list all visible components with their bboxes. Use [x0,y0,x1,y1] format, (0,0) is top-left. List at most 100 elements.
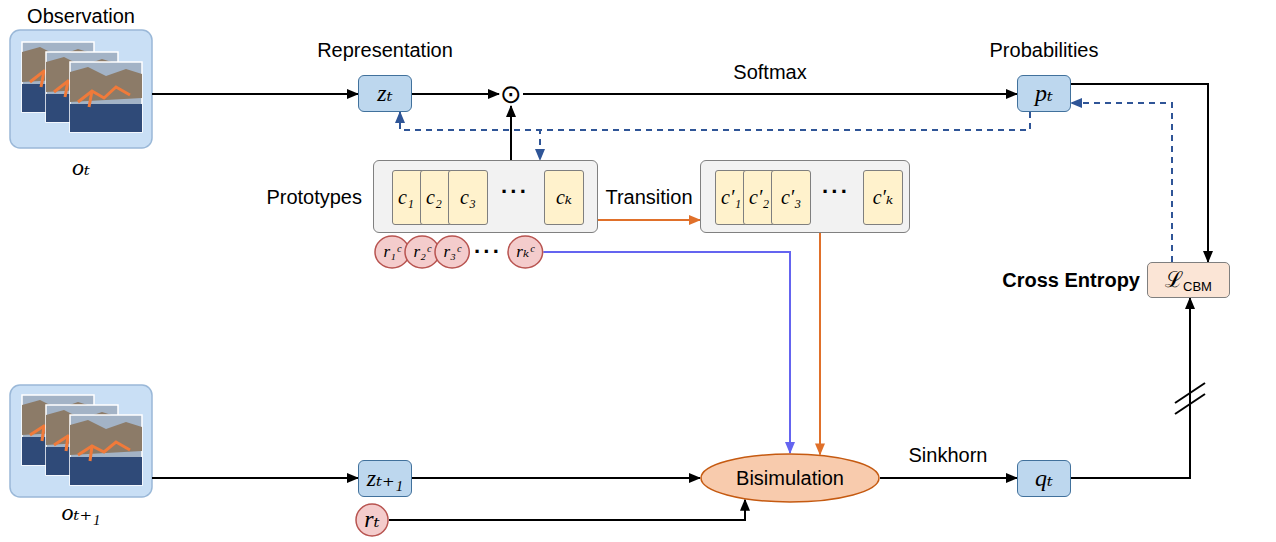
text-holder: Sinkhorn [906,444,991,467]
image-panel [10,385,152,497]
observation-frames [10,30,152,148]
transitioned-prototype-group: c′₁ c′₂ c′₃ c′ₖ [700,160,910,233]
next-observation-image: oₜ₊₁ [10,385,152,497]
flow-arrow [1071,84,1208,262]
node-text: r₂ᶜ [414,242,431,262]
flow-arrow [412,93,499,95]
loss-box: ℒCBMCross Entropy [1147,262,1230,298]
text-row: c′₃ [772,171,810,224]
node-heading: Prototypes [266,185,362,208]
image-panel [10,30,152,148]
gradient-arrow [540,112,1030,160]
flow-arrow [152,477,358,479]
prototype-reward: r₃ᶜ [434,235,470,269]
flow-arrow [1071,298,1190,478]
node-text: zₜ [377,80,392,108]
video-frame [70,415,142,485]
node-text: c₂ [426,186,442,209]
text-row: zₜ₊₁ [359,461,411,496]
text-row: qₜ [1018,461,1070,496]
node-text: pₜ [1035,80,1053,108]
prototype-reward: rₖᶜ [507,235,544,269]
node-text: ℒ [1165,267,1183,292]
flow-arrow [412,477,700,479]
node-text: c′ₖ [873,186,894,209]
ellipse-shape [701,454,879,502]
video-frame [70,62,142,132]
bisimulation-ellipse: Bisimulation [700,453,880,503]
text-holder: Transition [602,186,695,209]
text-holder: Probabilities [990,39,1099,62]
flow-arrow [389,500,745,520]
ellipse-shape [375,236,409,268]
node-text: c′₃ [781,186,801,209]
ellipse-shape [508,236,543,268]
flow-arrow [819,233,821,454]
node-text: zₜ₊₁ [367,465,403,493]
text-holder: Representation [317,39,453,62]
node-heading: oₜ [72,154,90,182]
text-row: Bisimulation [700,453,880,503]
text-row: rₖᶜ [507,235,544,269]
node-text: CBM [1183,280,1212,295]
next-representation-box: zₜ₊₁ [358,460,412,497]
target-box: qₜ [1017,460,1071,497]
ellipse-shape [356,504,388,536]
node-text: c₃ [460,186,476,209]
text-row: c′ₖ [864,171,902,224]
text-row: c₃ [449,171,487,224]
ellipsis: ··· [474,239,502,264]
node-text: rₜ [364,506,379,534]
transitioned-prototype-card: c′₃ [771,170,811,225]
text-row: zₜ [359,76,411,111]
flow-arrow [543,252,790,453]
text-holder: oₜ [72,154,90,182]
node-text: c′₂ [749,186,769,209]
flow-arrow [880,477,1017,479]
text-row: ℒCBM [1148,263,1229,297]
node-text: r₁ᶜ [384,242,401,262]
text-holder: ··· [474,239,502,264]
reward-circle: rₜ [355,503,389,537]
text-holder: Observation [27,5,135,28]
representation-box: zₜRepresentation [358,75,412,112]
flow-arrow [152,93,358,95]
node-heading: Observation [27,5,135,28]
prototype-card: c₃ [448,170,488,225]
observation-image: Observationoₜ [10,30,152,148]
text-holder: Prototypes [266,185,362,208]
flow-arrow [523,93,1017,95]
prototype-group: Prototypesc₁c₂c₃cₖ [373,160,598,233]
node-text: cₖ [556,186,572,209]
node-text: c′₁ [721,186,741,209]
flow-arrow [510,106,512,160]
next-observation-frames [10,385,152,497]
text-holder: ··· [822,179,850,204]
probabilities-box: pₜProbabilities [1017,75,1071,112]
transitioned-prototype-card: c′ₖ [863,170,903,225]
text-row: r₃ᶜ [434,235,470,269]
flow-arrow [598,219,700,221]
text-row: ⊙ [499,82,523,106]
text-row: cₖ [545,171,583,224]
text-holder: Softmax [730,61,809,84]
node-text: qₜ [1035,465,1053,493]
node-heading: Representation [317,39,453,62]
edge-label: Softmax [730,61,809,84]
node-text: Bisimulation [736,467,844,490]
node-heading: oₜ₊₁ [62,499,101,527]
ellipse-shape [435,236,469,268]
node-text: r₃ᶜ [444,242,461,262]
ellipsis: ··· [501,179,529,204]
node-heading: Cross Entropy [1002,269,1140,292]
text-holder: Cross Entropy [1002,269,1140,292]
edge-label: Transition [602,186,695,209]
ellipse-shape [405,236,439,268]
gradient-arrow [400,112,1030,130]
edge-label: Sinkhorn [906,444,991,467]
text-holder: oₜ₊₁ [62,499,101,527]
gradient-arrow [1071,103,1172,262]
text-row: rₜ [355,503,389,537]
prototype-card: cₖ [544,170,584,225]
node-text: rₖᶜ [516,242,533,262]
